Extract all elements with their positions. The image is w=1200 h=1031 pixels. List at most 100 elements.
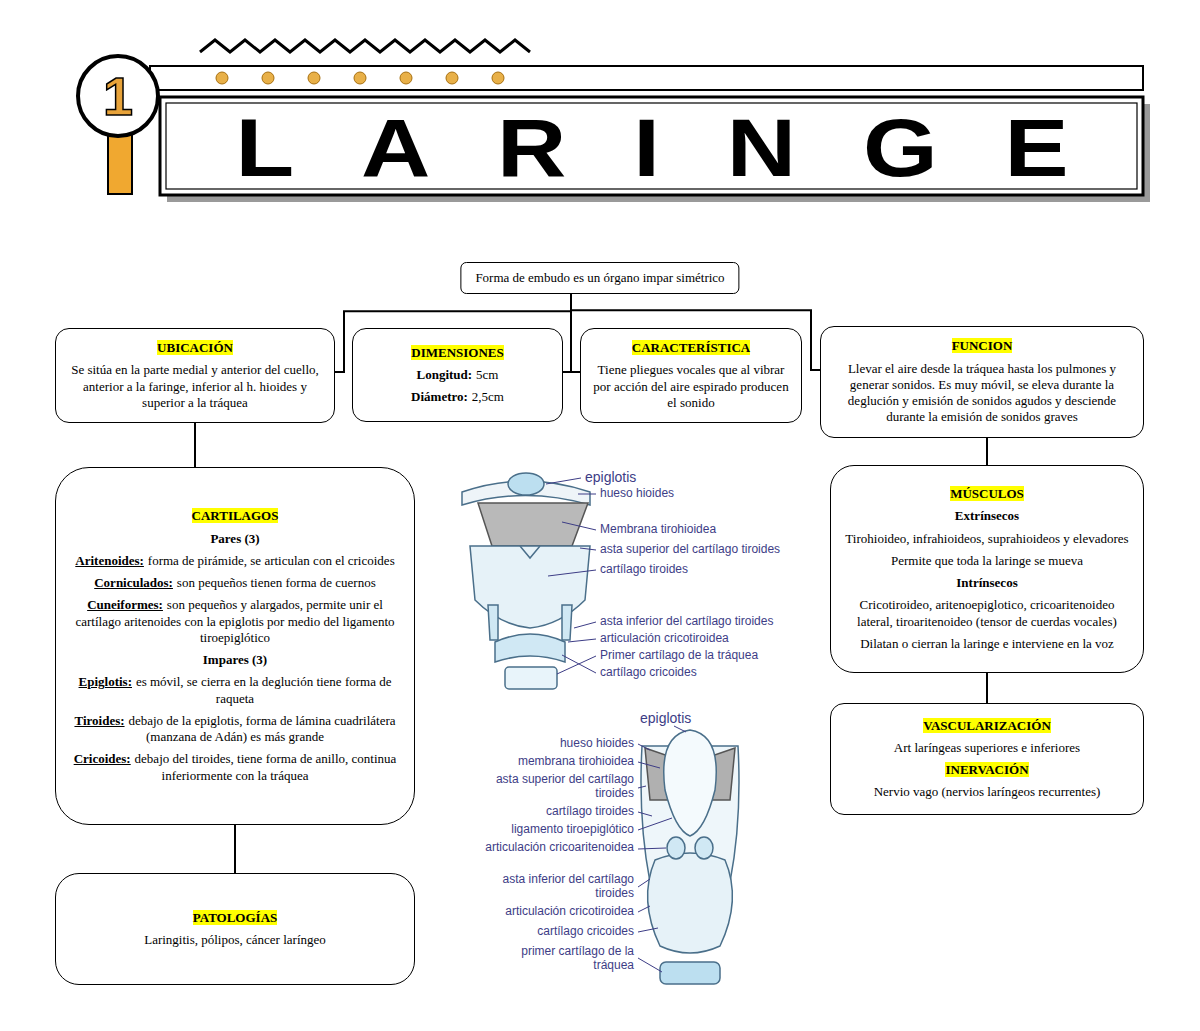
connector	[986, 673, 988, 703]
body-text: Art laríngeas superiores e inferiores	[894, 740, 1080, 755]
text-line: Extrínsecos	[843, 508, 1131, 524]
top-band	[150, 66, 1143, 90]
leader-line	[638, 812, 652, 816]
thyroid-notch	[520, 546, 540, 558]
term: Longitud:	[417, 367, 473, 382]
connector	[563, 294, 571, 372]
part-label: primer cartílago de la tráquea	[484, 945, 634, 973]
body-text: forma de pirámide, se articulan con el c…	[148, 553, 395, 568]
info-box: DIMENSIONESLongitud:5cmDiámetro:2,5cm	[352, 328, 563, 422]
text-line: INERVACIÓN	[843, 762, 1131, 778]
connector	[234, 825, 236, 873]
text-line: Cricotiroideo, aritenoepiglotico, cricoa…	[843, 597, 1131, 630]
connector	[571, 294, 580, 372]
inferior-horn	[488, 605, 498, 640]
body-text: Pares (3)	[210, 531, 259, 546]
text-line: PATOLOGÍAS	[68, 910, 402, 926]
text-line: Aritenoides: forma de pirámide, se articu…	[68, 553, 402, 569]
dot	[354, 72, 366, 84]
epiglottis	[508, 473, 544, 495]
text-line: VASCULARIZACIÓN	[843, 718, 1131, 734]
larynx-front-view	[462, 473, 590, 689]
text-line: Tiroides:debajo de la epiglotis, forma d…	[68, 713, 402, 746]
text-line: FUNCION	[833, 338, 1131, 354]
text-line: Tiene pliegues vocales que al vibrar por…	[593, 362, 789, 411]
heading: CARTILAGOS	[192, 508, 279, 523]
title: LARINGE	[235, 110, 1135, 187]
leader-line	[638, 818, 672, 830]
part-label: hueso hioides	[600, 487, 674, 501]
leader-line	[562, 655, 596, 673]
text-line: Pares (3)	[68, 531, 402, 547]
dot	[400, 72, 412, 84]
leader-line	[638, 928, 658, 932]
info-box: PATOLOGÍAS Laringitis, pólipos, cáncer la…	[55, 873, 415, 985]
body-text: Se sitúa en la parte medial y anterior d…	[71, 362, 319, 410]
body-text: debajo del tiroides, tiene forma de anil…	[135, 751, 397, 782]
leader-line	[568, 639, 596, 642]
leader-line	[580, 548, 596, 550]
heading: VASCULARIZACIÓN	[923, 718, 1051, 733]
part-label: asta inferior del cartílago tiroides	[484, 873, 634, 901]
banner-box	[160, 97, 1143, 195]
inferior-horn	[562, 605, 572, 640]
body-text: Tirohioideo, infrahioideos, suprahioideo…	[845, 531, 1128, 546]
body-text: es móvil, se cierra en la deglución tien…	[136, 674, 392, 705]
part-label: asta superior del cartílago tiroides	[600, 543, 780, 557]
text-line: Llevar el aire desde la tráquea hasta lo…	[833, 361, 1131, 426]
back-leaders	[638, 726, 686, 972]
info-box: UBICACIÓN Se sitúa en la parte medial y a…	[55, 328, 335, 423]
text-line: UBICACIÓN	[68, 340, 322, 356]
title-banner	[78, 40, 1150, 202]
leader-line	[638, 879, 650, 887]
detail-box: CARTILAGOS Pares (3) Aritenoides: forma de …	[55, 467, 415, 825]
body-text: 2,5cm	[472, 389, 504, 404]
arytenoid-cartilage	[695, 837, 713, 859]
term: Tiroides:	[74, 713, 124, 728]
term: Diámetro:	[411, 389, 468, 404]
detail-box: MÚSCULOS ExtrínsecosTirohioideo, infrahio…	[830, 465, 1144, 673]
first-tracheal-ring	[505, 667, 557, 689]
part-label: cartílago tiroides	[484, 805, 634, 819]
text-line: MÚSCULOS	[843, 486, 1131, 502]
text-line: Intrínsecos	[843, 575, 1131, 591]
body-text: Laringitis, pólipos, cáncer laríngeo	[144, 932, 326, 947]
text-line: Dilatan o cierran la laringe e intervien…	[843, 636, 1131, 652]
epiglottis	[664, 730, 717, 836]
heading: MÚSCULOS	[950, 486, 1024, 501]
body-text: Nervio vago (nervios laríngeos recurrent…	[874, 784, 1101, 799]
number-circle	[78, 56, 158, 136]
part-label: cartílago tiroides	[600, 563, 688, 577]
text-line: Forma de embudo es un órgano impar simét…	[475, 270, 724, 286]
part-label: articulación cricotiroidea	[600, 632, 729, 646]
body-text: Llevar el aire desde la tráquea hasta lo…	[848, 361, 1116, 425]
term: Cricoides:	[74, 751, 131, 766]
text-line: CARACTERÍSTICA	[593, 340, 789, 356]
part-label: articulación cricotiroidea	[484, 905, 634, 919]
term: Aritenoides:	[75, 553, 144, 568]
text-line: CARTILAGOS	[68, 508, 402, 524]
body-text: Dilatan o cierran la laringe e intervien…	[860, 636, 1114, 651]
part-label: asta superior del cartílago tiroides	[484, 773, 634, 801]
text-line: Epiglotis:es móvil, se cierra en la degl…	[68, 674, 402, 707]
heading: DIMENSIONES	[411, 345, 503, 360]
part-label: hueso hioides	[484, 737, 634, 751]
heading: INERVACIÓN	[945, 762, 1028, 777]
callout-number: 1	[92, 66, 144, 126]
summary-box: Forma de embudo es un órgano impar simét…	[460, 262, 739, 294]
text-line: DIMENSIONES	[365, 345, 550, 361]
banner-inner	[166, 103, 1137, 189]
heading: UBICACIÓN	[157, 340, 233, 355]
heading: FUNCION	[952, 338, 1013, 353]
leader-line	[548, 570, 596, 576]
leader-line	[557, 656, 596, 674]
part-label: cartílago cricoides	[600, 666, 697, 680]
leader-line	[546, 478, 581, 484]
part-label: Membrana tirohioidea	[600, 523, 716, 537]
leader-line	[578, 494, 596, 495]
leader-line	[638, 744, 650, 750]
part-label: ligamento tiroepiglótico	[484, 823, 634, 837]
text-line: Corniculados:son pequeños tienen forma d…	[68, 575, 402, 591]
part-label: Primer cartílago de la tráquea	[600, 649, 758, 663]
